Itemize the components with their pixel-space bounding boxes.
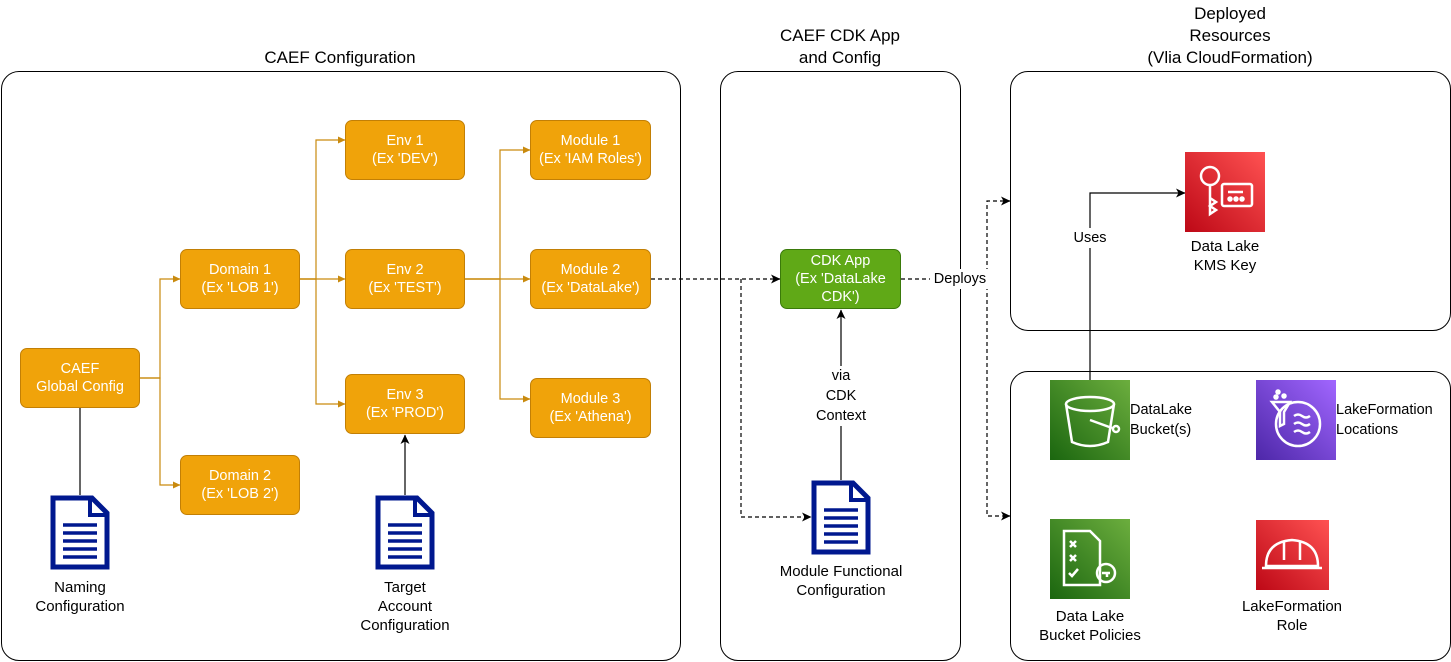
kms-key-icon [1185, 152, 1265, 232]
bucket-policies-label: Data Lake Bucket Policies [1039, 608, 1141, 644]
deploys-label: Deploys [930, 269, 990, 289]
cdk-app-title: CAEF CDK App and Config [780, 26, 900, 67]
caef-configuration-title: CAEF Configuration [264, 48, 416, 67]
env-2-box[interactable]: Env 2 (Ex 'TEST') [345, 249, 465, 309]
s3-bucket-icon [1050, 380, 1130, 460]
kms-key-label: Data Lake KMS Key [1190, 238, 1260, 274]
module-3-box[interactable]: Module 3 (Ex 'Athena') [530, 378, 651, 438]
edge-domain1-to-env1 [300, 136, 346, 280]
env-1-box[interactable]: Env 1 (Ex 'DEV') [345, 120, 465, 180]
lakeformation-locations-icon [1256, 380, 1336, 460]
domain-1-box[interactable]: Domain 1 (Ex 'LOB 1') [180, 249, 300, 309]
target-account-configuration-label: Target Account Configuration [360, 579, 450, 634]
edge-global-to-domain1 [140, 275, 181, 379]
edge-domain1-to-env3 [300, 278, 346, 408]
cdk-app-box[interactable]: CDK App (Ex 'DataLake CDK') [780, 249, 901, 309]
edge-deploys-to-bottom [986, 279, 1011, 521]
via-cdk-context-label: via CDK Context [811, 366, 871, 426]
lakeformation-locations-label: LakeFormation Locations [1336, 402, 1433, 438]
datalake-bucket-label: DataLake Bucket(s) [1130, 402, 1193, 438]
edge-deploys-to-top [986, 196, 1011, 279]
edge-global-to-domain2 [140, 377, 181, 489]
env-3-box[interactable]: Env 3 (Ex 'PROD') [345, 374, 465, 434]
naming-configuration-label: Naming Configuration [35, 579, 125, 615]
edge-bucket-uses-kms [1089, 188, 1186, 380]
module-1-box[interactable]: Module 1 (Ex 'IAM Roles') [530, 120, 651, 180]
caef-global-config-box[interactable]: CAEF Global Config [20, 348, 140, 408]
domain-2-box[interactable]: Domain 2 (Ex 'LOB 2') [180, 455, 300, 515]
bucket-policies-icon [1050, 519, 1130, 599]
module-functional-configuration-label: Module Functional Configuration [779, 563, 903, 599]
target-account-document-icon [375, 495, 435, 570]
edge-env2-to-module3 [465, 278, 531, 403]
lakeformation-role-icon [1256, 520, 1329, 590]
module-2-box[interactable]: Module 2 (Ex 'DataLake') [530, 249, 651, 309]
edge-env2-to-module1 [465, 146, 531, 280]
deployed-resources-title: Deployed Resources (Vlia CloudFormation) [1147, 4, 1313, 67]
lakeformation-role-label: LakeFormation Role [1241, 598, 1343, 634]
naming-document-icon [50, 495, 110, 570]
edge-module2-to-functional [740, 279, 812, 522]
module-functional-document-icon [811, 480, 871, 555]
uses-label: Uses [1065, 228, 1115, 248]
